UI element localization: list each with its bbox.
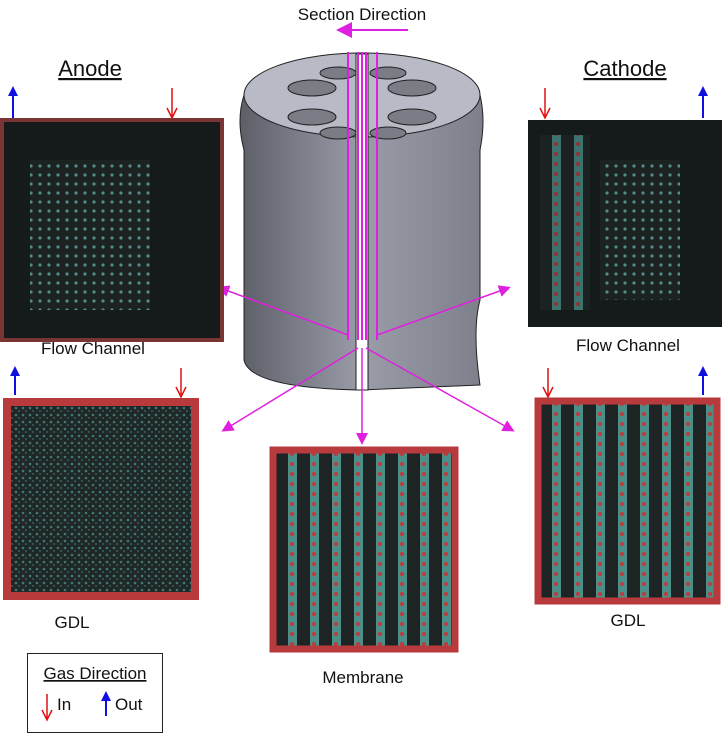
in-arrow-icon xyxy=(542,368,554,399)
cathode-flow-channel-label: Flow Channel xyxy=(576,336,680,355)
membrane-label: Membrane xyxy=(322,668,403,687)
membrane-image xyxy=(269,446,459,653)
anode-gdl-image xyxy=(3,398,199,600)
cathode-flow-channel-image xyxy=(528,120,722,327)
anode-flow-channel-label: Flow Channel xyxy=(41,339,145,358)
cathode-gdl-image xyxy=(534,397,721,605)
section-lines xyxy=(347,52,378,340)
cathode-gdl-label: GDL xyxy=(611,611,646,630)
section-direction-title: Section Direction xyxy=(298,5,427,24)
cathode-heading: Cathode xyxy=(583,56,666,81)
legend: Gas Direction In Out xyxy=(27,653,163,733)
anode-heading: Anode xyxy=(58,56,122,81)
anode-flow-channel-image xyxy=(0,118,224,342)
legend-in-label: In xyxy=(57,695,71,714)
section-arrows xyxy=(217,285,515,445)
in-arrow-icon xyxy=(539,88,551,120)
legend-title: Gas Direction xyxy=(44,664,147,683)
legend-out-label: Out xyxy=(115,695,143,714)
anode-gdl-label: GDL xyxy=(55,613,90,632)
in-arrow-icon xyxy=(175,368,187,399)
in-arrow-icon xyxy=(166,88,178,120)
in-arrow-icon xyxy=(41,694,53,722)
